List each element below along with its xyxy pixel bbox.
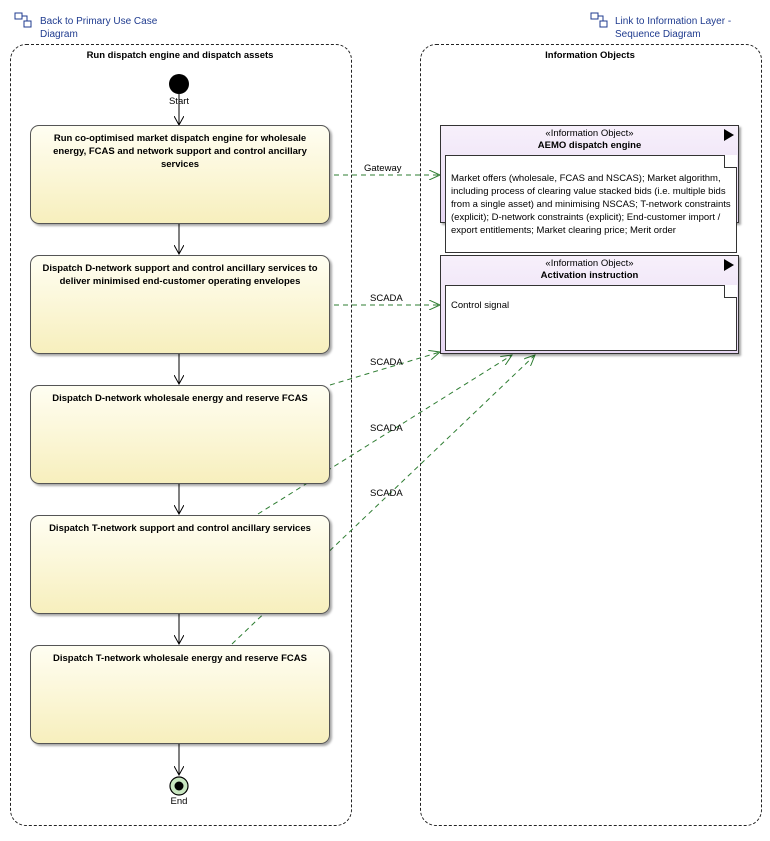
info-link-line1: Link to Information Layer - — [615, 16, 732, 27]
end-label: End — [170, 796, 188, 807]
diagram-link-icon — [590, 12, 608, 28]
flow-label-scada-4: SCADA — [370, 488, 403, 499]
play-icon — [724, 129, 734, 141]
info-link-line2: Sequence Diagram — [615, 29, 701, 40]
action-dispatch-t-network-wholesale[interactable]: Dispatch T-network wholesale energy and … — [30, 645, 330, 744]
action-dispatch-t-network-support[interactable]: Dispatch T-network support and control a… — [30, 515, 330, 614]
note-fold-icon — [724, 155, 737, 168]
stereotype-label: «Information Object» — [545, 128, 634, 139]
back-link-text[interactable]: Back to Primary Use Case Diagram — [40, 15, 157, 41]
dispatch-swimlane-title: Run dispatch engine and dispatch assets — [86, 50, 274, 61]
info-object-name: AEMO dispatch engine — [537, 140, 642, 151]
stereotype-label: «Information Object» — [545, 258, 634, 269]
action-dispatch-d-network-support[interactable]: Dispatch D-network support and control a… — [30, 255, 330, 354]
flow-label-scada-3: SCADA — [370, 423, 403, 434]
flow-label-scada-2: SCADA — [370, 357, 403, 368]
info-object-name: Activation instruction — [540, 270, 639, 281]
note-fold-icon — [724, 285, 737, 298]
object-flow-scada-2 — [329, 352, 440, 386]
information-objects-title: Information Objects — [545, 50, 635, 61]
note-text: Market offers (wholesale, FCAS and NSCAS… — [451, 173, 731, 236]
note-aemo-dispatch-engine: Market offers (wholesale, FCAS and NSCAS… — [445, 155, 737, 253]
flow-label-gateway: Gateway — [364, 163, 402, 174]
information-objects-swimlane — [420, 44, 762, 826]
play-icon — [724, 259, 734, 271]
action-run-dispatch-engine[interactable]: Run co-optimised market dispatch engine … — [30, 125, 330, 224]
back-link-line1: Back to Primary Use Case — [40, 16, 158, 27]
flow-label-scada-1: SCADA — [370, 293, 403, 304]
diagram-link-icon — [14, 12, 32, 28]
start-label: Start — [168, 96, 190, 107]
action-dispatch-d-network-wholesale[interactable]: Dispatch D-network wholesale energy and … — [30, 385, 330, 484]
note-activation-instruction: Control signal — [445, 285, 737, 351]
dispatch-swimlane — [10, 44, 352, 826]
back-link-line2: Diagram — [40, 29, 78, 40]
info-layer-link-text[interactable]: Link to Information Layer - Sequence Dia… — [615, 15, 731, 41]
note-text: Control signal — [451, 300, 510, 311]
object-flow-scada-4 — [231, 355, 535, 645]
object-flow-scada-3 — [257, 355, 512, 515]
